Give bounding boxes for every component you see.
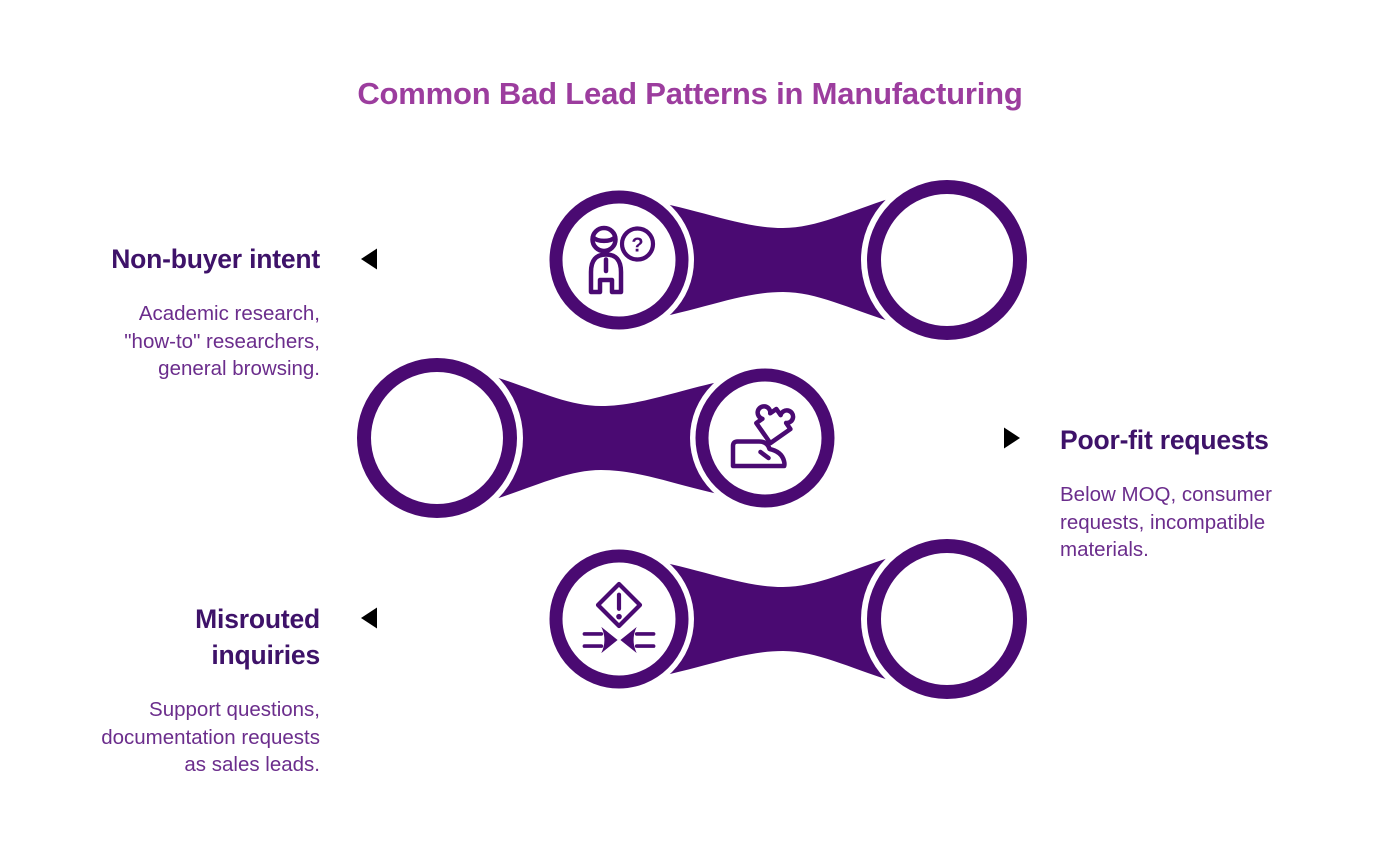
section-description: Below MOQ, consumer requests, incompatib… xyxy=(1060,483,1272,561)
section-heading: Non-buyer intent xyxy=(111,244,320,274)
svg-text:?: ? xyxy=(631,235,643,257)
section-label-non-buyer-intent: Non-buyer intent Academic research, "how… xyxy=(111,241,320,383)
section-description: Support questions, documentation request… xyxy=(101,698,320,776)
arrow-to-non-buyer-label xyxy=(361,248,528,270)
section-label-poor-fit-requests: Poor-fit requests Below MOQ, consumer re… xyxy=(1060,422,1272,564)
person-question-icon: ? xyxy=(588,225,656,295)
section-heading: Misrouted inquiries xyxy=(195,604,320,670)
section-label-misrouted-inquiries: Misrouted inquiries Support questions, d… xyxy=(101,601,320,779)
collision-warning-icon xyxy=(582,581,656,654)
arrow-to-misrouted-label xyxy=(361,607,528,629)
arrow-to-poor-fit-label xyxy=(853,427,1020,449)
section-heading: Poor-fit requests xyxy=(1060,425,1269,455)
hand-puzzle-icon xyxy=(730,404,796,469)
section-description: Academic research, "how-to" researchers,… xyxy=(124,302,320,380)
page-title: Common Bad Lead Patterns in Manufacturin… xyxy=(357,76,1023,111)
